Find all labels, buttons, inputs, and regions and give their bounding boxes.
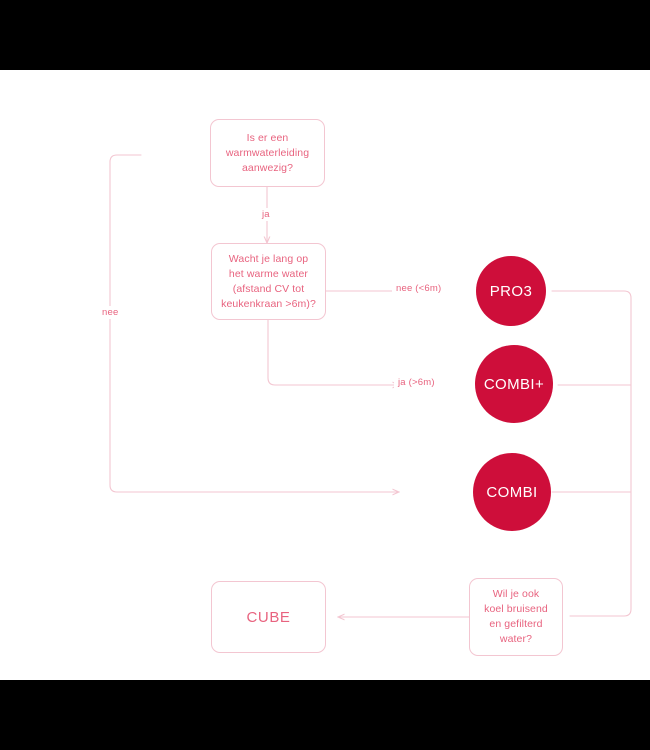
question-warmwaterleiding-line-2: warmwaterleiding — [225, 146, 310, 159]
node-product-combiplus[interactable]: COMBI+ — [475, 345, 553, 423]
question-wachttijd-line-4: keukenkraan >6m)? — [221, 297, 316, 310]
question-warmwaterleiding-line-1: Is er een — [246, 131, 289, 144]
letterbox-top — [0, 0, 650, 70]
question-wachttijd-line-1: Wacht je lang op — [228, 252, 309, 265]
product-pro3-label: PRO3 — [489, 282, 533, 300]
node-product-cube[interactable]: CUBE — [211, 581, 326, 653]
question-bruisend-line-1: Wil je ook — [492, 588, 540, 600]
node-product-pro3[interactable]: PRO3 — [476, 256, 546, 326]
question-wachttijd-line-2: het warme water — [228, 267, 309, 280]
letterbox-bottom — [0, 680, 650, 750]
node-question-warmwaterleiding[interactable]: Is er een warmwaterleiding aanwezig? — [210, 119, 325, 187]
question-bruisend-line-4: water? — [499, 633, 533, 645]
product-combi-label: COMBI — [486, 483, 538, 501]
edge-pro3-to-right-rail — [551, 290, 632, 617]
edge-ja-over6m-q2-to-combiplus — [267, 319, 399, 385]
question-bruisend-line-3: en gefilterd — [489, 618, 543, 630]
question-bruisend-line-2: koel bruisend — [484, 603, 548, 615]
edge-label-nee: nee — [98, 306, 123, 319]
node-question-wachttijd[interactable]: Wacht je lang op het warme water (afstan… — [211, 243, 326, 320]
question-warmwaterleiding-line-3: aanwezig? — [241, 161, 294, 174]
edge-label-ja-over-6m: ja (>6m) — [394, 376, 439, 389]
edge-label-ja: ja — [258, 208, 274, 221]
node-question-bruisend[interactable]: Wil je ook koel bruisend en gefilterd wa… — [469, 578, 563, 656]
product-cube-label: CUBE — [246, 608, 291, 626]
edge-label-nee-under-6m: nee (<6m) — [392, 282, 446, 295]
question-wachttijd-line-3: (afstand CV tot — [232, 282, 305, 295]
node-product-combi[interactable]: COMBI — [473, 453, 551, 531]
diagram-canvas: Is er een warmwaterleiding aanwezig? Wac… — [0, 70, 650, 680]
product-combiplus-label: COMBI+ — [483, 375, 545, 393]
edge-nee-q1-to-combi — [109, 154, 399, 492]
